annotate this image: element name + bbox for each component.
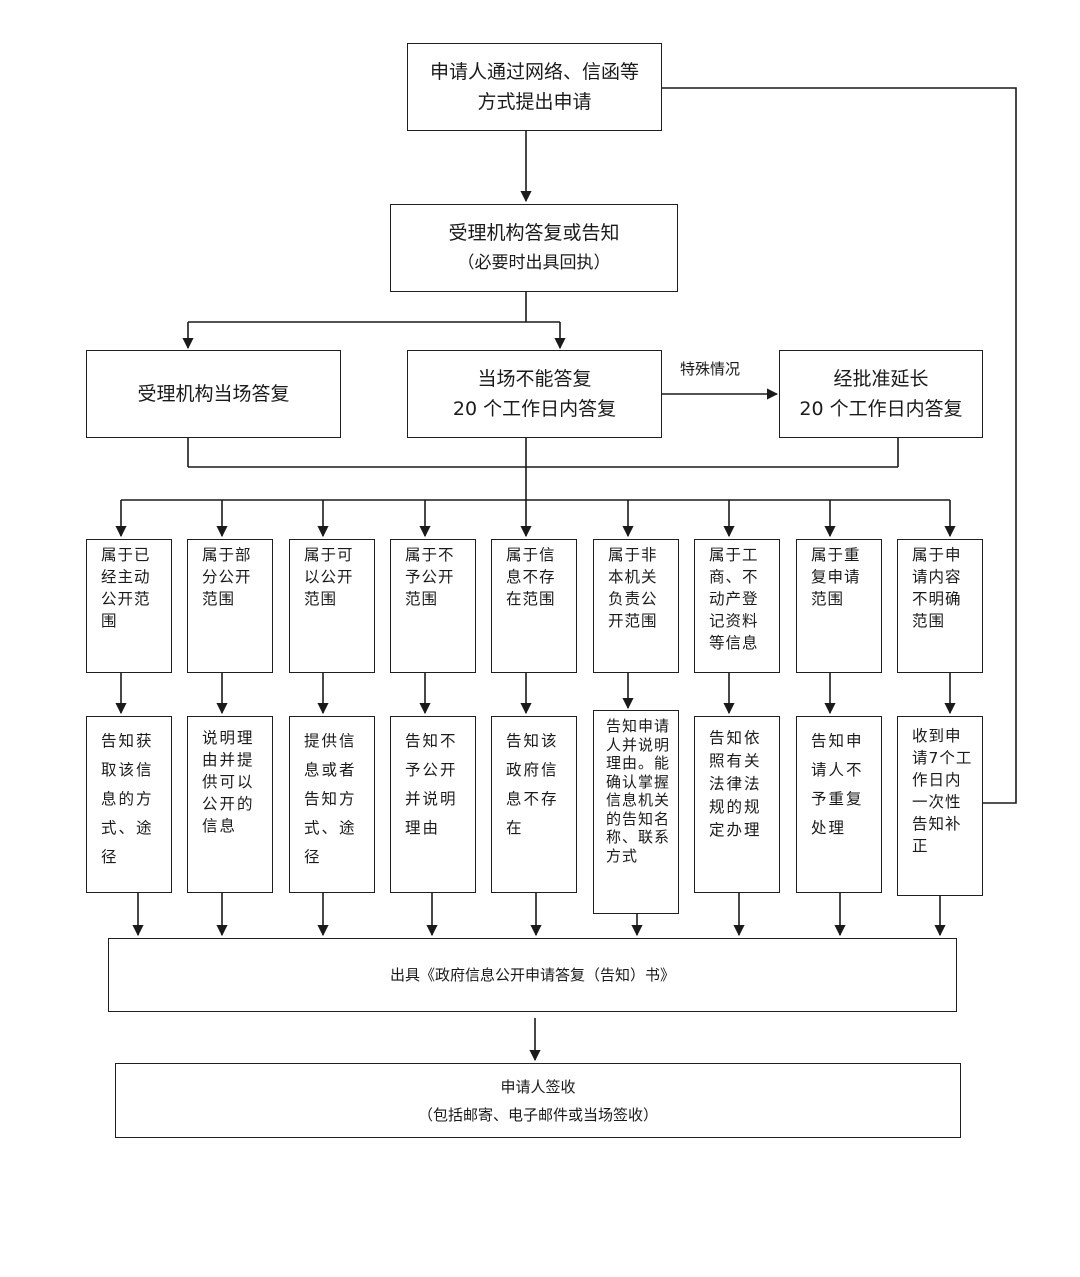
category-box: 属于重复申请范围 [796, 539, 882, 673]
apply-request-line2: 方式提出申请 [477, 91, 592, 113]
accept-reply-line2: （必要时出具回执） [457, 253, 611, 273]
action-text: 告知依照有关法律法规的规定办理 [709, 729, 762, 839]
action-text: 收到申请7个工作日内一次性告知补正 [912, 727, 973, 855]
category-text: 属于部分公开范围 [202, 546, 252, 608]
action-text: 提供信息或者告知方式、途径 [304, 732, 357, 866]
accept-reply-line1: 受理机构答复或告知 [448, 222, 620, 244]
category-text: 属于已经主动公开范围 [101, 546, 151, 630]
apply-request-box: 申请人通过网络、信函等 方式提出申请 [407, 43, 662, 131]
category-box: 属于信息不存在范围 [491, 539, 577, 673]
issue-document-text: 出具《政府信息公开申请答复（告知）书》 [389, 966, 675, 984]
action-box: 提供信息或者告知方式、途径 [289, 716, 375, 893]
action-text: 告知申请人不予重复处理 [811, 732, 864, 837]
category-text: 属于可以公开范围 [304, 546, 354, 608]
extension-box: 经批准延长 20 个工作日内答复 [779, 350, 983, 438]
extension-line2: 20 个工作日内答复 [799, 398, 963, 420]
delayed-reply-line2: 20 个工作日内答复 [452, 398, 617, 420]
action-text: 告知该政府信息不存在 [506, 732, 559, 837]
onsite-reply-box: 受理机构当场答复 [86, 350, 341, 438]
category-text: 属于非本机关负责公开范围 [608, 546, 658, 630]
category-box: 属于不予公开范围 [390, 539, 476, 673]
category-box: 属于已经主动公开范围 [86, 539, 172, 673]
loop-line-right [662, 87, 1017, 804]
apply-request-line1: 申请人通过网络、信函等 [429, 61, 639, 83]
action-box: 告知申请人不予重复处理 [796, 716, 882, 893]
category-box: 属于申请内容不明确范围 [897, 539, 983, 673]
action-text: 说明理由并提供可以公开的信息 [202, 729, 255, 835]
action-box: 收到申请7个工作日内一次性告知补正 [897, 716, 983, 896]
delayed-reply-line1: 当场不能答复 [477, 368, 592, 390]
category-box: 属于可以公开范围 [289, 539, 375, 673]
applicant-sign-line2: （包括邮寄、电子邮件或当场签收） [417, 1105, 658, 1124]
issue-document-box: 出具《政府信息公开申请答复（告知）书》 [108, 938, 957, 1012]
applicant-sign-box: 申请人签收 （包括邮寄、电子邮件或当场签收） [115, 1063, 961, 1138]
action-text: 告知申请人并说明理由。能确认掌握信息机关的告知名称、联系方式 [606, 717, 671, 865]
onsite-reply-text: 受理机构当场答复 [137, 383, 290, 405]
action-box: 告知不予公开并说明理由 [390, 716, 476, 893]
delayed-reply-box: 当场不能答复 20 个工作日内答复 [407, 350, 662, 438]
action-box: 告知获取该信息的方式、途径 [86, 716, 172, 893]
applicant-sign-line1: 申请人签收 [500, 1077, 576, 1096]
category-text: 属于不予公开范围 [405, 546, 455, 608]
category-text: 属于重复申请范围 [811, 546, 861, 608]
category-box: 属于工商、不动产登记资料等信息 [694, 539, 780, 673]
action-text: 告知获取该信息的方式、途径 [101, 732, 154, 866]
category-text: 属于信息不存在范围 [506, 546, 556, 608]
action-text: 告知不予公开并说明理由 [405, 732, 458, 837]
category-text: 属于申请内容不明确范围 [912, 546, 962, 630]
accept-reply-box: 受理机构答复或告知 （必要时出具回执） [390, 204, 678, 292]
special-case-label: 特殊情况 [680, 360, 741, 378]
extension-line1: 经批准延长 [833, 368, 929, 390]
action-box: 告知申请人并说明理由。能确认掌握信息机关的告知名称、联系方式 [593, 710, 679, 914]
category-box: 属于非本机关负责公开范围 [593, 539, 679, 673]
category-box: 属于部分公开范围 [187, 539, 273, 673]
action-box: 说明理由并提供可以公开的信息 [187, 716, 273, 893]
category-text: 属于工商、不动产登记资料等信息 [709, 546, 759, 652]
action-box: 告知依照有关法律法规的规定办理 [694, 716, 780, 893]
action-box: 告知该政府信息不存在 [491, 716, 577, 893]
